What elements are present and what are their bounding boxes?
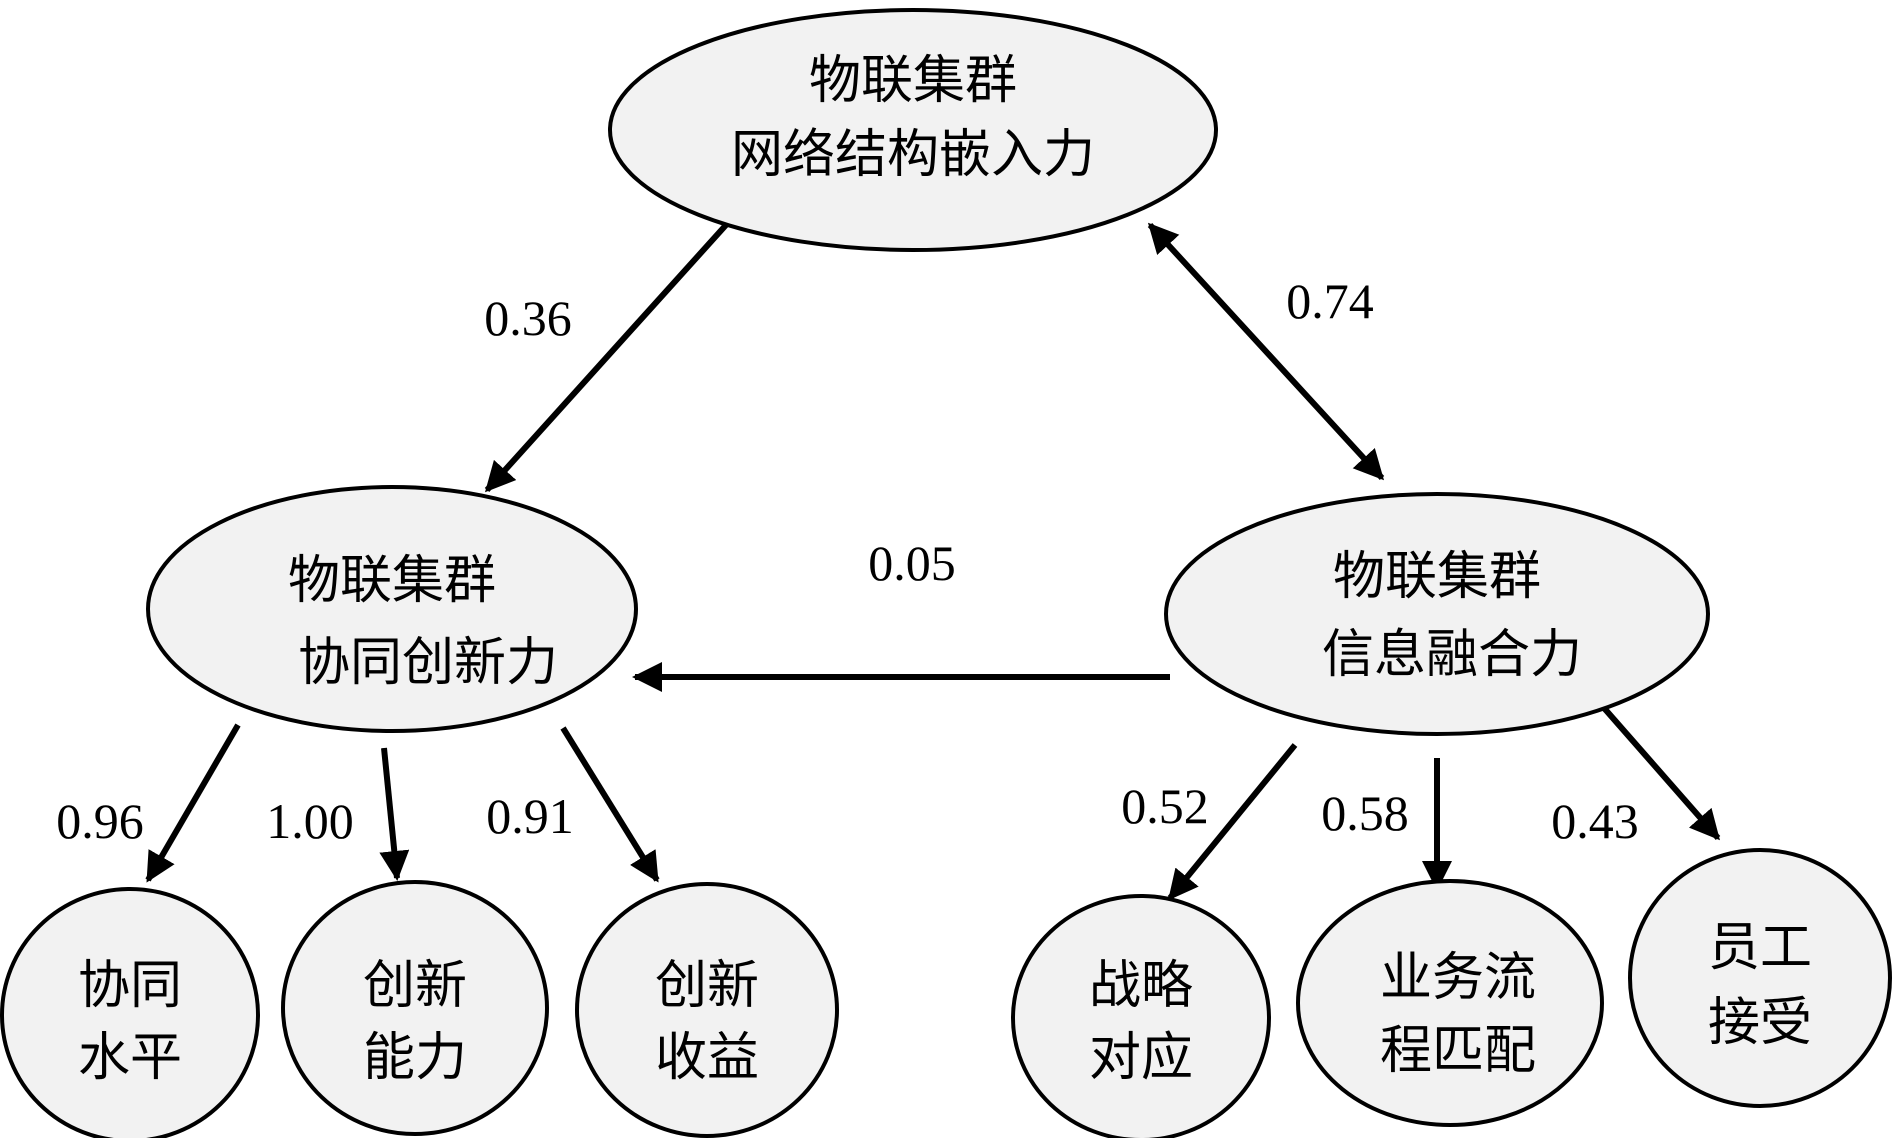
node-business-process-match: 业务流 程匹配 [1296,879,1604,1127]
node-label-line: 业务流 [1380,948,1536,1008]
node-information-fusion: 物联集群 信息融合力 [1164,492,1710,736]
node-label-line: 战略 [1089,956,1193,1016]
node-label-line: 物联集群 [1333,547,1541,607]
node-label-line: 能力 [363,1028,467,1088]
node-label-line: 对应 [1089,1028,1193,1088]
node-label-line: 收益 [655,1028,759,1088]
node-label-line: 接受 [1708,993,1812,1053]
edge-label-info-process: 0.58 [1321,785,1409,841]
edge-label-collab-benefit: 0.91 [486,788,574,844]
edge-collab-innov [379,747,410,881]
node-label-line: 员工 [1708,918,1812,978]
edge-label-info-staff: 0.43 [1551,793,1639,849]
edge-info-staff [1594,698,1721,841]
edge-label-embed-info: 0.74 [1286,273,1374,329]
edge-collab-sync [145,723,241,883]
edge-collab-benefit [560,726,660,883]
node-label-line: 物联集群 [809,51,1017,111]
node-network-embedding: 物联集群 网络结构嵌入力 [608,8,1218,252]
node-sync-level: 协同 水平 [0,887,260,1138]
edge-embed-info [1147,222,1385,481]
node-collaborative-innovation: 物联集群 协同创新力 [146,485,638,733]
edge-label-info-collab: 0.05 [868,535,956,591]
node-strategy-correspondence: 战略 对应 [1011,894,1271,1138]
node-innovation-benefit: 创新 收益 [575,882,839,1138]
node-label-line: 创新 [363,956,467,1016]
edge-label-info-strat: 0.52 [1121,778,1209,834]
edge-info-strat [1167,743,1298,901]
node-label-line: 协同 [78,956,182,1016]
node-label-line: 网络结构嵌入力 [731,125,1095,185]
node-innovation-capability: 创新 能力 [281,880,549,1136]
node-label-line: 水平 [78,1028,182,1088]
node-staff-acceptance: 员工 接受 [1628,848,1892,1108]
edge-embed-collab [484,212,738,493]
node-label-line: 程匹配 [1380,1021,1536,1081]
node-label-line: 创新 [655,956,759,1016]
node-label-line: 信息融合力 [1322,625,1582,685]
node-label-line: 物联集群 [288,551,496,611]
edge-label-collab-innov: 1.00 [266,793,354,849]
node-label-line: 协同创新力 [298,633,558,693]
edge-label-collab-sync: 0.96 [56,793,144,849]
edge-label-embed-collab: 0.36 [484,290,572,346]
